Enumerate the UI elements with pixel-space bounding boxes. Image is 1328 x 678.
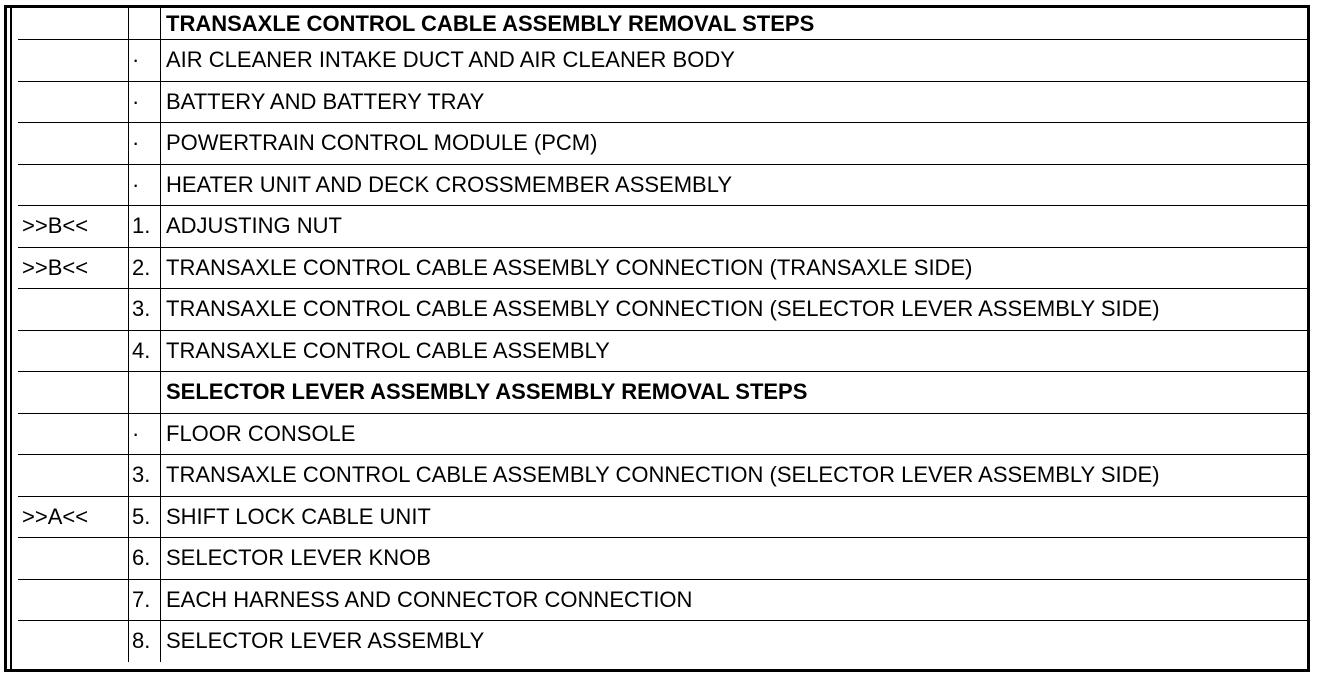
step-description: SELECTOR LEVER ASSEMBLY [160, 620, 1308, 662]
section-heading-row: SELECTOR LEVER ASSEMBLY ASSEMBLY REMOVAL… [18, 371, 1308, 414]
reference-cell [18, 329, 129, 372]
frame-inner-line [10, 5, 12, 672]
table-row: 7.EACH HARNESS AND CONNECTOR CONNECTION [18, 578, 1308, 621]
step-number-cell: · [128, 412, 161, 455]
reference-cell [18, 620, 129, 662]
step-number-cell [128, 8, 161, 40]
table-row: >>A<<5.SHIFT LOCK CABLE UNIT [18, 495, 1308, 538]
table-row: 3.TRANSAXLE CONTROL CABLE ASSEMBLY CONNE… [18, 288, 1308, 331]
step-number-cell: 2. [128, 246, 161, 289]
reference-cell [18, 8, 129, 40]
step-description: BATTERY AND BATTERY TRAY [160, 80, 1308, 123]
step-description: HEATER UNIT AND DECK CROSSMEMBER ASSEMBL… [160, 163, 1308, 206]
reference-cell [18, 80, 129, 123]
step-number-cell: 4. [128, 329, 161, 372]
table-row: ·POWERTRAIN CONTROL MODULE (PCM) [18, 122, 1308, 165]
step-description: TRANSAXLE CONTROL CABLE ASSEMBLY CONNECT… [160, 246, 1308, 289]
step-description: EACH HARNESS AND CONNECTOR CONNECTION [160, 578, 1308, 621]
step-number-cell: · [128, 122, 161, 165]
reference-cell [18, 537, 129, 580]
reference-cell [18, 39, 129, 82]
step-description: TRANSAXLE CONTROL CABLE ASSEMBLY CONNECT… [160, 288, 1308, 331]
step-number-cell: 6. [128, 537, 161, 580]
step-description: ADJUSTING NUT [160, 205, 1308, 248]
reference-cell [18, 578, 129, 621]
section-heading-row: TRANSAXLE CONTROL CABLE ASSEMBLY REMOVAL… [18, 8, 1308, 40]
removal-steps-table: TRANSAXLE CONTROL CABLE ASSEMBLY REMOVAL… [18, 8, 1308, 662]
table-frame [4, 5, 1310, 672]
reference-cell [18, 288, 129, 331]
reference-cell: >>A<< [18, 495, 129, 538]
reference-cell [18, 371, 129, 414]
step-number-cell: 8. [128, 620, 161, 662]
section-heading: SELECTOR LEVER ASSEMBLY ASSEMBLY REMOVAL… [160, 371, 1308, 414]
reference-cell [18, 454, 129, 497]
table-row: 8.SELECTOR LEVER ASSEMBLY [18, 620, 1308, 662]
step-number-cell: 7. [128, 578, 161, 621]
table-row: >>B<<1.ADJUSTING NUT [18, 205, 1308, 248]
step-number-cell: 1. [128, 205, 161, 248]
step-description: POWERTRAIN CONTROL MODULE (PCM) [160, 122, 1308, 165]
step-number-cell: · [128, 80, 161, 123]
step-number-cell [128, 371, 161, 414]
step-number-cell: · [128, 39, 161, 82]
step-description: SELECTOR LEVER KNOB [160, 537, 1308, 580]
reference-cell [18, 412, 129, 455]
table-row: 3.TRANSAXLE CONTROL CABLE ASSEMBLY CONNE… [18, 454, 1308, 497]
step-number-cell: 3. [128, 288, 161, 331]
reference-cell: >>B<< [18, 246, 129, 289]
step-description: TRANSAXLE CONTROL CABLE ASSEMBLY [160, 329, 1308, 372]
table-row: 6.SELECTOR LEVER KNOB [18, 537, 1308, 580]
step-description: AIR CLEANER INTAKE DUCT AND AIR CLEANER … [160, 39, 1308, 82]
table-row: ·FLOOR CONSOLE [18, 412, 1308, 455]
table-row: ·BATTERY AND BATTERY TRAY [18, 80, 1308, 123]
step-number-cell: · [128, 163, 161, 206]
reference-cell [18, 122, 129, 165]
step-description: SHIFT LOCK CABLE UNIT [160, 495, 1308, 538]
step-description: TRANSAXLE CONTROL CABLE ASSEMBLY CONNECT… [160, 454, 1308, 497]
table-row: 4.TRANSAXLE CONTROL CABLE ASSEMBLY [18, 329, 1308, 372]
step-description: FLOOR CONSOLE [160, 412, 1308, 455]
steps-body: TRANSAXLE CONTROL CABLE ASSEMBLY REMOVAL… [18, 8, 1308, 662]
reference-cell [18, 163, 129, 206]
step-number-cell: 3. [128, 454, 161, 497]
step-number-cell: 5. [128, 495, 161, 538]
table-row: >>B<<2.TRANSAXLE CONTROL CABLE ASSEMBLY … [18, 246, 1308, 289]
reference-cell: >>B<< [18, 205, 129, 248]
table-row: ·AIR CLEANER INTAKE DUCT AND AIR CLEANER… [18, 39, 1308, 82]
table-row: ·HEATER UNIT AND DECK CROSSMEMBER ASSEMB… [18, 163, 1308, 206]
section-heading: TRANSAXLE CONTROL CABLE ASSEMBLY REMOVAL… [160, 8, 1308, 40]
